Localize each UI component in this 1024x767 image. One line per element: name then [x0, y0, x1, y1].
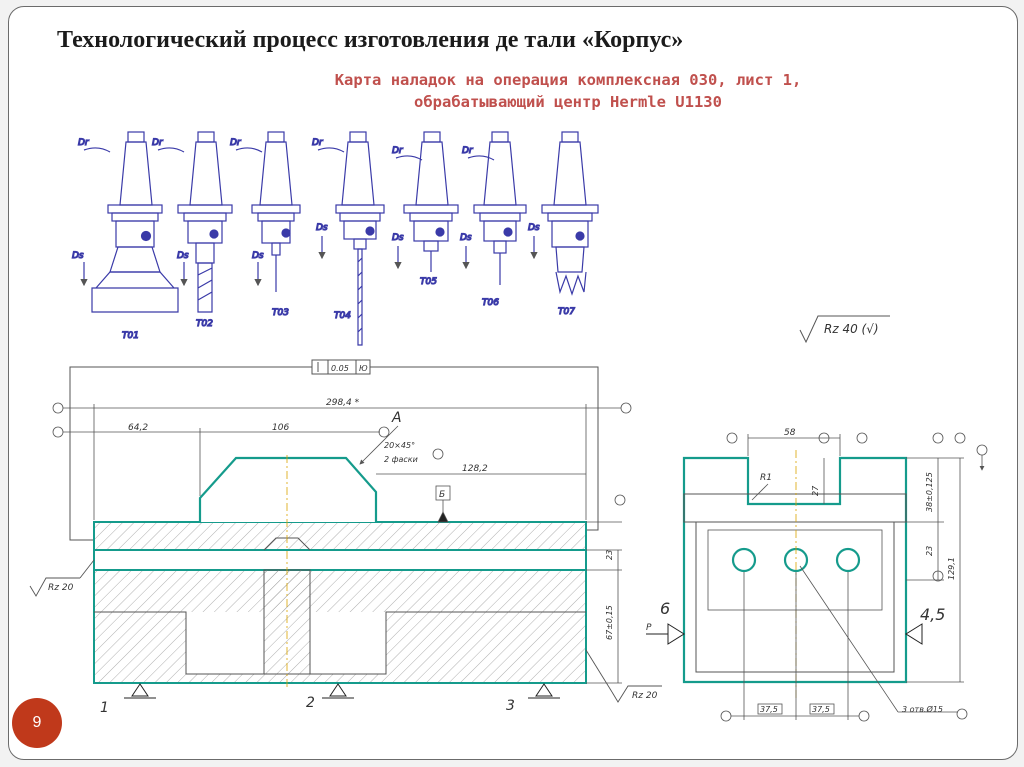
top-boss — [198, 456, 378, 522]
tool-holder-t03: Dr Ds T03 — [229, 131, 301, 319]
dim-lower-height: 67±0,15 — [605, 605, 614, 640]
drive-key-icon — [209, 229, 219, 239]
view-label: А — [391, 410, 402, 426]
slide-title: Технологический процесс изготовления де … — [57, 27, 684, 53]
tolerance-datum: Ю — [359, 364, 368, 373]
side-dim-pitch-2: 37,5 — [812, 705, 830, 714]
dim-left-step: 64,2 — [128, 423, 148, 433]
tool-holder-t04: Dr Ds T04 — [311, 131, 385, 346]
support-points: 1 2 3 — [100, 683, 560, 716]
clamp-left: 6 P — [646, 599, 685, 645]
tool-label-t03: T03 — [272, 308, 289, 318]
side-inner-frame — [695, 521, 895, 673]
roughness-bottom-label: Rz 20 — [632, 691, 658, 701]
clamp-right-points: 4,5 — [920, 605, 945, 624]
roughness-bottom: Rz 20 — [585, 649, 662, 703]
roughness-general: Rz 40 (√) — [799, 315, 890, 344]
front-view: 0.05 Ю 298,4 * 64,2 106 — [29, 359, 662, 716]
side-dim-slot-depth: 27 — [811, 485, 820, 496]
side-radius: R1 — [760, 473, 772, 483]
drive-key-icon — [140, 230, 152, 242]
svg-text:Ds: Ds — [177, 251, 189, 261]
support-3-label: 3 — [506, 698, 515, 714]
roughness-left: Rz 20 — [29, 559, 95, 597]
tool-holder-t02: Dr Ds T02 — [151, 131, 233, 330]
svg-text:Ds: Ds — [392, 233, 404, 243]
tool-label-t04: T04 — [334, 311, 351, 321]
svg-text:Dr: Dr — [462, 146, 474, 156]
svg-text:Dr: Dr — [392, 146, 404, 156]
clamp-left-points: 6 — [660, 599, 670, 618]
hole-3 — [835, 547, 861, 573]
side-dim-total: 129,1 — [947, 557, 956, 580]
upper-plate — [93, 521, 587, 551]
svg-text:Ds: Ds — [252, 251, 264, 261]
roughness-left-label: Rz 20 — [48, 583, 74, 593]
side-view: 58 27 R1 38±0,125 23 129,1 — [646, 428, 988, 722]
tool-label-t05: T05 — [420, 277, 437, 287]
tool-holder-t05: Dr Ds T05 — [391, 131, 459, 288]
support-1-label: 1 — [100, 700, 109, 716]
rotation-arrow-icon — [83, 147, 111, 153]
roughness-general-label: Rz 40 (√) — [824, 322, 879, 336]
datum-label: Б — [439, 490, 445, 500]
side-dimensions: 58 27 R1 38±0,125 23 129,1 — [720, 428, 988, 722]
feed-label: Ds — [72, 251, 84, 261]
hole-note: 3 отв.Ø15 — [902, 704, 943, 714]
clamp-right: 4,5 — [905, 605, 945, 645]
tool-label-t07: T07 — [558, 307, 575, 317]
dim-boss-pos: 106 — [272, 423, 289, 433]
svg-text:Ds: Ds — [316, 223, 328, 233]
clamp-force-label: P — [646, 623, 652, 633]
svg-text:Dr: Dr — [230, 138, 242, 148]
chamfer-count: 2 фаски — [384, 455, 418, 464]
tolerance-frame: 0.05 Ю — [69, 359, 599, 541]
tool-label-t06: T06 — [482, 298, 499, 308]
tool-holder-t01: Dr Ds T01 — [71, 131, 179, 342]
tool-holder-t06: Dr Ds T06 — [459, 131, 527, 309]
side-dim-h2: 23 — [925, 546, 934, 556]
middle-gap — [93, 549, 587, 571]
svg-text:Dr: Dr — [152, 138, 164, 148]
side-dim-slot: 58 — [784, 428, 796, 438]
hole-1 — [731, 547, 757, 573]
svg-text:Ds: Ds — [460, 233, 472, 243]
page-number-badge: 9 — [12, 698, 62, 748]
rotation-label: Dr — [78, 138, 90, 148]
side-dim-pitch-1: 37,5 — [760, 705, 778, 714]
svg-text:Dr: Dr — [312, 138, 324, 148]
dim-right-step: 128,2 — [462, 464, 488, 474]
subtitle-line-2: обрабатывающий центр Hermle U1130 — [414, 93, 722, 111]
tool-label-t01: T01 — [122, 331, 139, 341]
dim-top-height: 23 — [605, 550, 614, 560]
tool-label-t02: T02 — [196, 319, 213, 329]
front-dimensions: 298,4 * 64,2 106 А 20×45° 2 фаски 128,2 … — [52, 398, 632, 684]
support-2-label: 2 — [306, 695, 315, 711]
tool-holders: Dr Ds T01 Dr Ds — [71, 131, 599, 346]
tolerance-value: 0.05 — [331, 364, 349, 373]
slide-subtitle: Карта наладок на операция комплексная 03… — [9, 69, 1017, 113]
tool-holder-t07: Ds T07 — [527, 131, 599, 318]
subtitle-line-1: Карта наладок на операция комплексная 03… — [334, 71, 802, 89]
dim-overall: 298,4 * — [326, 398, 360, 408]
chamfer-note: 20×45° — [384, 441, 415, 450]
svg-text:Ds: Ds — [528, 223, 540, 233]
side-dim-h1: 38±0,125 — [925, 472, 934, 512]
